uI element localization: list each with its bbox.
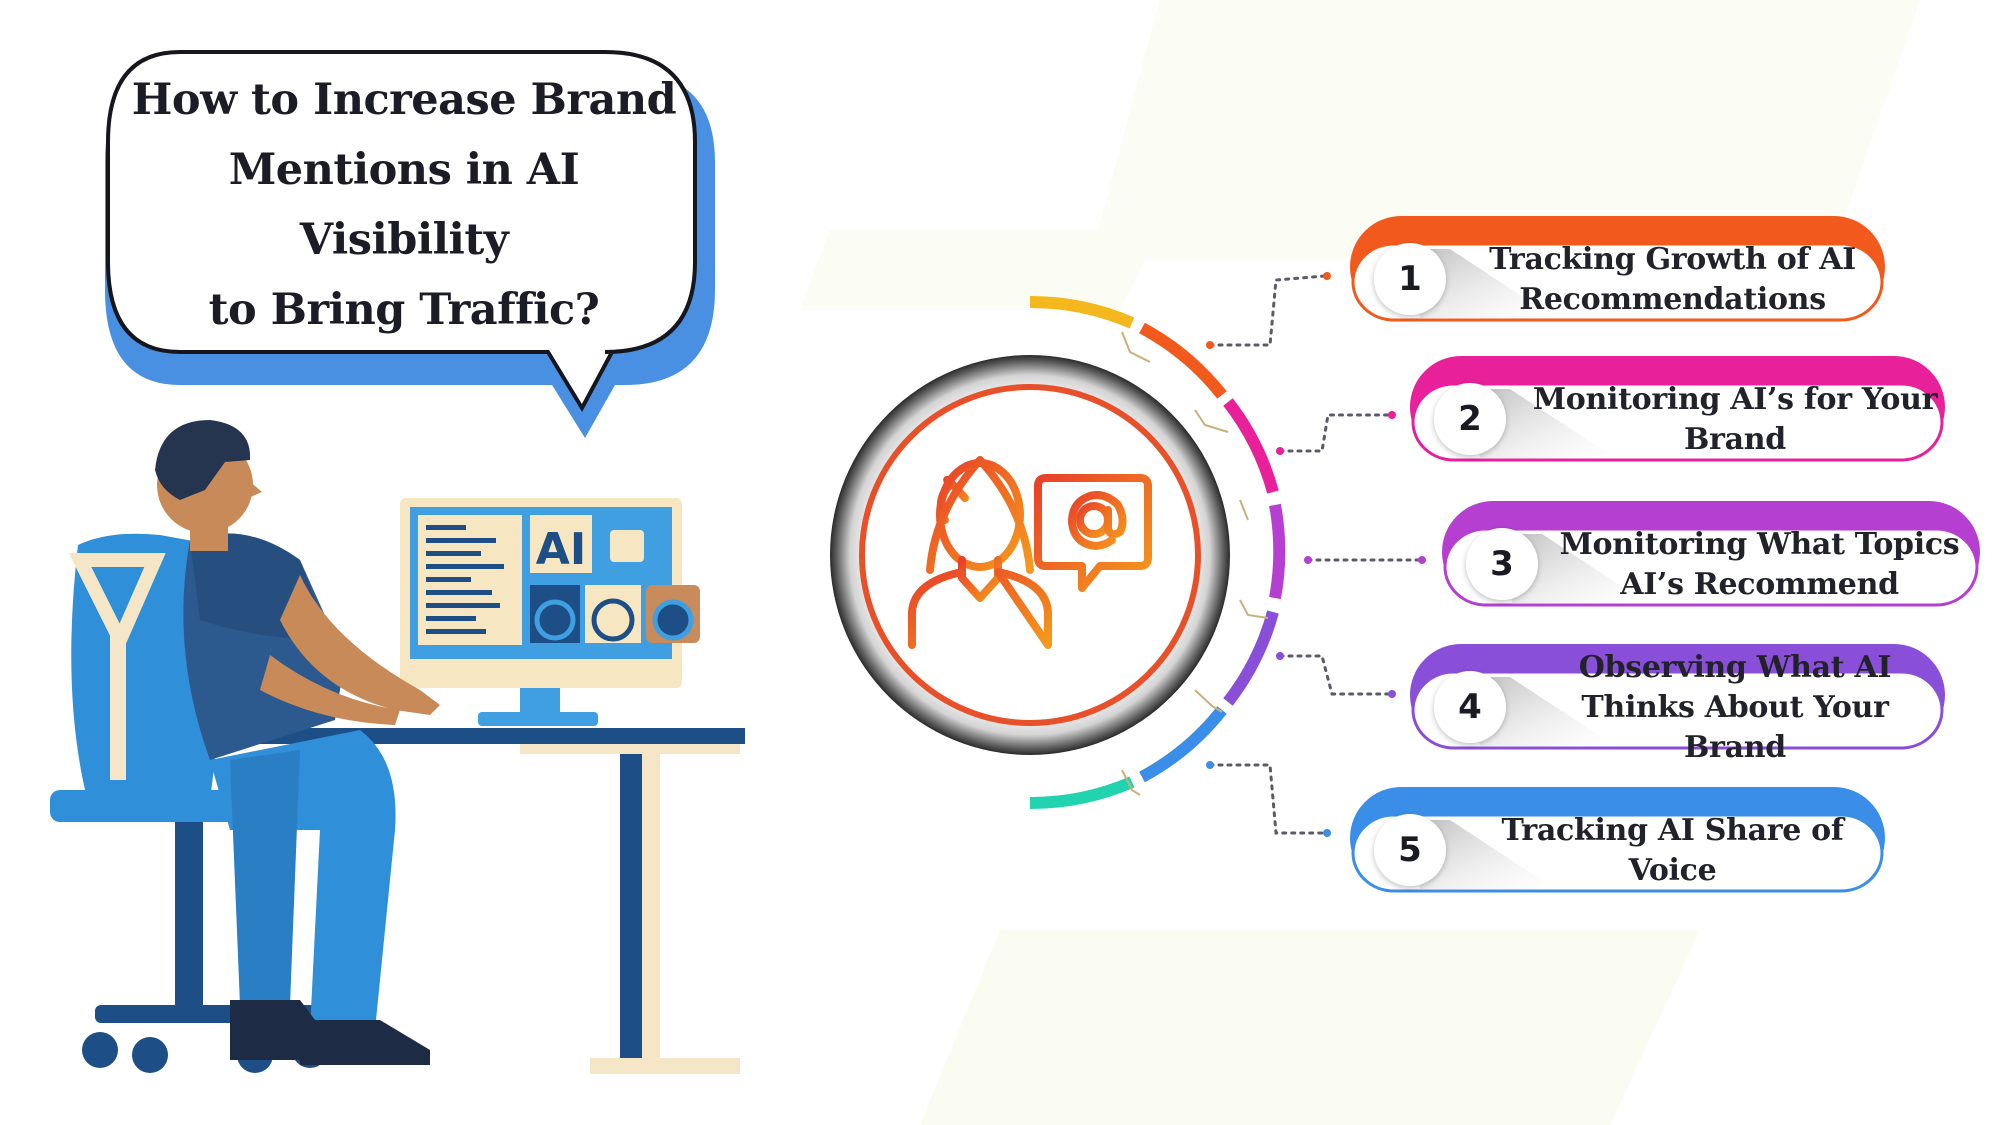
- person-with-at-sign-speech-bubble-icon: [908, 456, 1152, 649]
- step-pill-shadow-5: [1410, 820, 1555, 889]
- step-pill-shadow-1: [1410, 249, 1555, 318]
- step-number-circle-4: [1434, 671, 1506, 743]
- step-pill-3: [1442, 501, 1980, 607]
- person: [155, 420, 440, 1065]
- step-pill-5: [1350, 787, 1885, 893]
- step-number-3: 3: [1490, 544, 1514, 584]
- step-pill-shadow-4: [1470, 677, 1615, 746]
- step-number-circle-5: [1374, 814, 1446, 886]
- step-label-3: Monitoring What Topics AI’s Recommend: [1559, 527, 1960, 602]
- step-number-5: 5: [1398, 830, 1422, 870]
- step-number-circle-1: [1374, 243, 1446, 315]
- headline-line-1: How to Increase Brand: [131, 75, 677, 125]
- desk-leg: [620, 754, 642, 1066]
- step-pill-4: [1410, 644, 1945, 750]
- step-number-circle-3: [1466, 528, 1538, 600]
- step-number-1: 1: [1398, 259, 1422, 299]
- headline-text: How to Increase Brand Mentions in AI Vis…: [128, 75, 680, 335]
- step-pill-shadow-3: [1502, 534, 1647, 603]
- monitor: AI: [400, 498, 700, 726]
- step-pill-1: [1350, 216, 1885, 322]
- desk-top: [250, 728, 745, 744]
- step-label-1: Tracking Growth of AI Recommendations: [1489, 242, 1856, 317]
- monitor-ai-text: AI: [536, 524, 586, 575]
- headline-line-2: Mentions in AI Visibility: [228, 145, 580, 265]
- step-label-2: Monitoring AI’s for Your Brand: [1532, 382, 1938, 457]
- step-number-circle-2: [1434, 383, 1506, 455]
- step-pill-shadow-2: [1470, 389, 1615, 458]
- step-label-4: Observing What AI Thinks About Your Bran…: [1578, 650, 1892, 765]
- step-pill-2: [1410, 356, 1945, 462]
- step-number-4: 4: [1458, 687, 1482, 727]
- person-at-desk-illustration: AI: [50, 420, 745, 1074]
- step-number-2: 2: [1458, 399, 1482, 439]
- step-label-5: Tracking AI Share of Voice: [1501, 813, 1844, 888]
- headline-line-3: to Bring Traffic?: [208, 285, 600, 335]
